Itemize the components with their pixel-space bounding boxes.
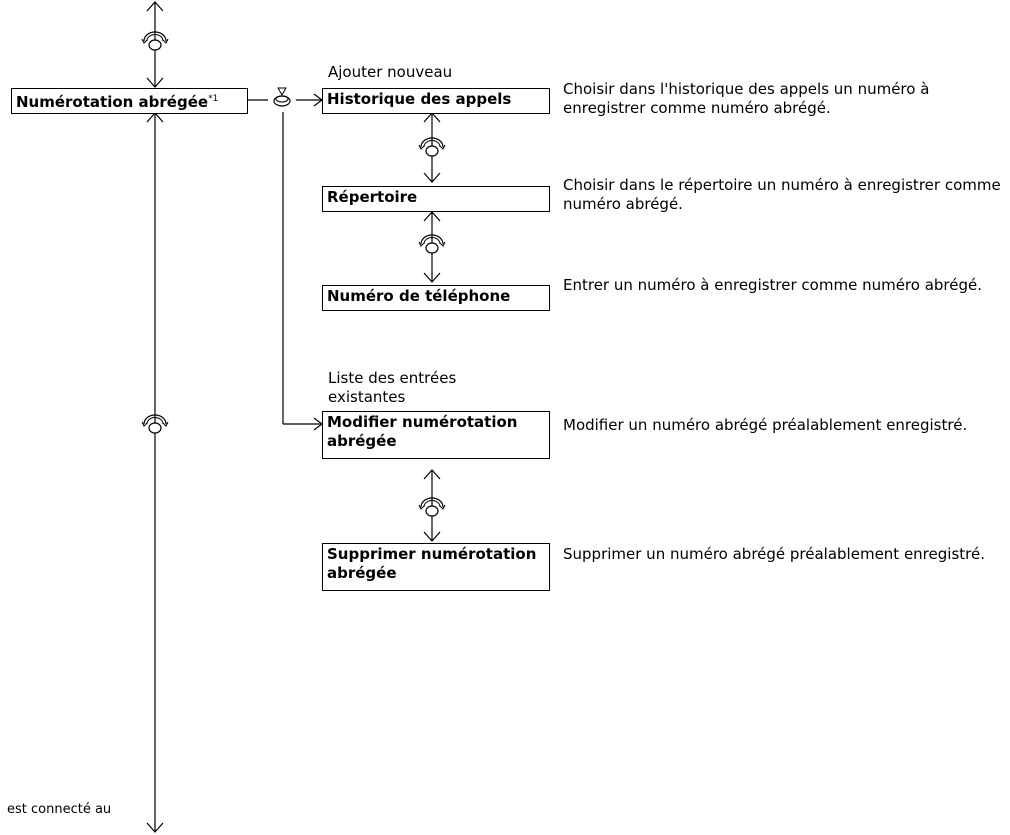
menu-item-edit-speed-dial: Modifier numérotation abrégée: [322, 411, 550, 459]
menu-item-directory: Répertoire: [322, 186, 550, 212]
menu-item-description: Choisir dans le répertoire un numéro à e…: [563, 176, 1001, 213]
note-marker: *1: [208, 94, 219, 104]
footer-fragment: est connecté au: [7, 802, 112, 817]
menu-item-label: Historique des appels: [327, 90, 512, 108]
group-existing: Liste des entrées existantes: [328, 369, 457, 406]
menu-item-description: Supprimer un numéro abrégé préalablement…: [563, 545, 985, 563]
menu-item-label: Modifier numérotation abrégée: [327, 413, 518, 450]
press-knob-icon: [273, 87, 291, 107]
menu-item-description: Choisir dans l'historique des appels un …: [563, 80, 930, 117]
rotate-knob-icon: [418, 234, 446, 254]
rotate-knob-icon: [418, 497, 446, 517]
menu-item-delete-speed-dial: Supprimer numérotation abrégée: [322, 543, 550, 591]
menu-item-label: Répertoire: [327, 188, 418, 206]
menu-item-description: Modifier un numéro abrégé préalablement …: [563, 416, 968, 434]
menu-item-description: Entrer un numéro à enregistrer comme num…: [563, 276, 983, 294]
rotate-knob-icon: [418, 137, 446, 157]
rotate-knob-icon: [141, 31, 169, 51]
menu-item-phone-number: Numéro de téléphone: [322, 285, 550, 311]
group-add-new: Ajouter nouveau: [328, 63, 453, 81]
menu-item-label: Supprimer numérotation abrégée: [327, 545, 537, 582]
root-menu-box: Numérotation abrégée*1: [11, 88, 248, 114]
menu-item-label: Numéro de téléphone: [327, 287, 511, 305]
menu-item-call-history: Historique des appels: [322, 88, 550, 114]
root-menu-label: Numérotation abrégée: [16, 93, 209, 111]
rotate-knob-icon: [141, 414, 169, 434]
